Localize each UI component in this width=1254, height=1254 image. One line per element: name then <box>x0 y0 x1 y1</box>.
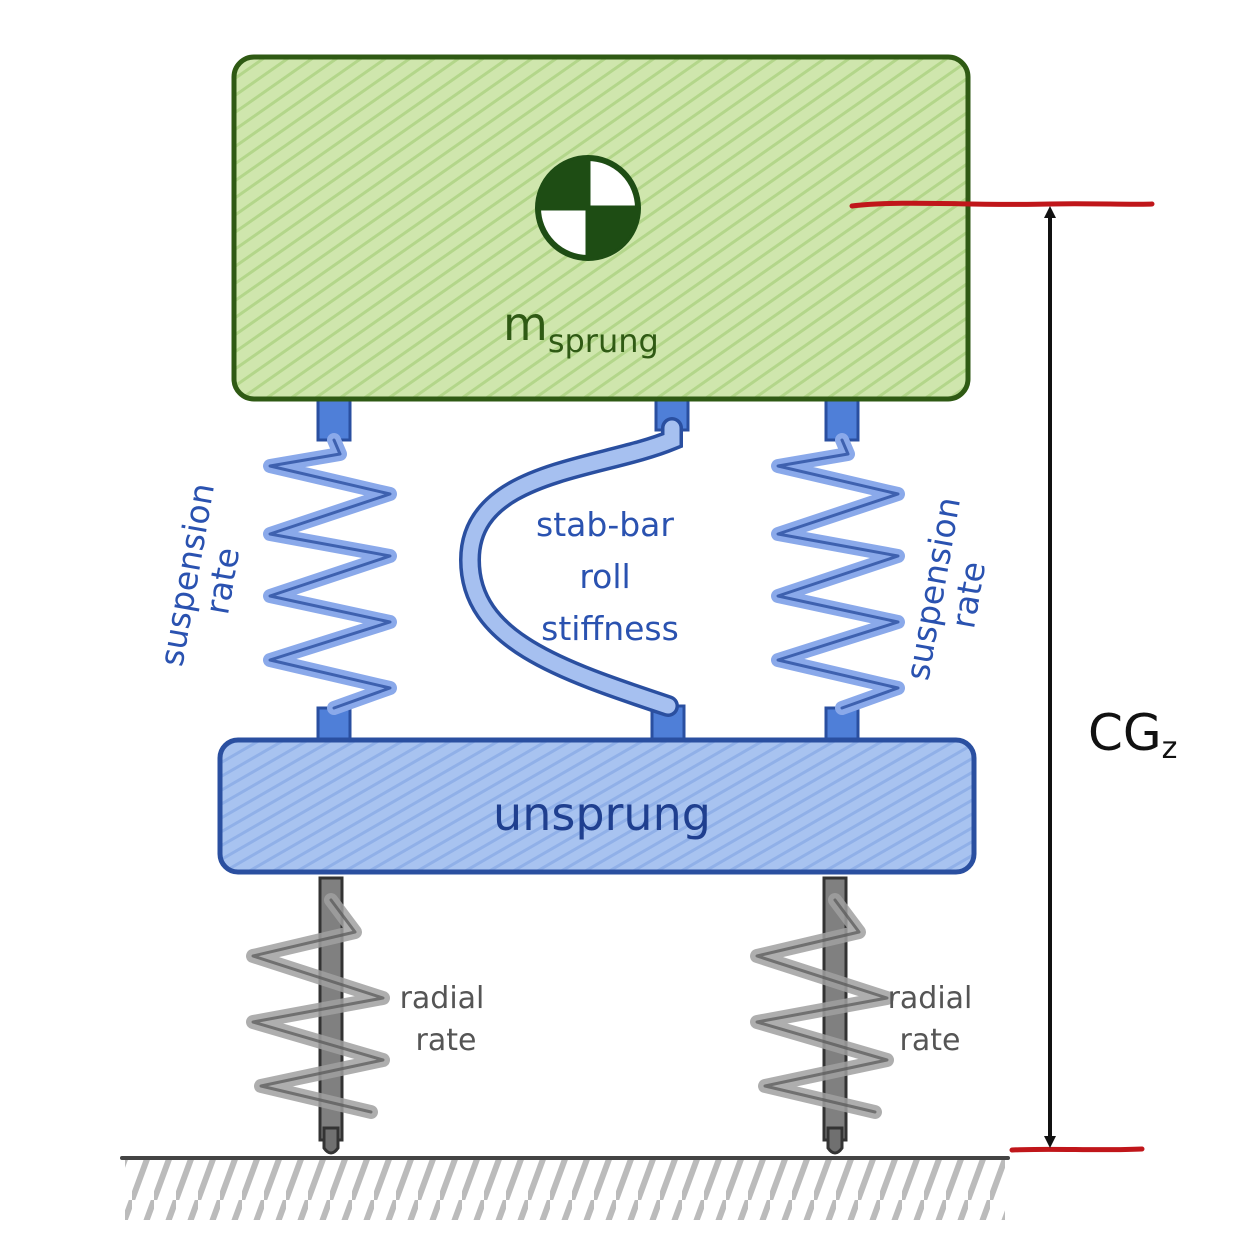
unsprung-mass: unsprung <box>217 737 977 875</box>
tire-spring-right <box>750 876 894 1155</box>
suspension-label-left: suspension rate <box>152 480 248 669</box>
sprung-mass-label: msprung <box>503 297 659 360</box>
cg-marker-bottom <box>1009 1146 1145 1153</box>
tire-label-left-line2: rate <box>416 1023 477 1058</box>
cg-height-label: CGz <box>1088 704 1177 766</box>
tire-spring-left <box>246 876 390 1155</box>
unsprung-mass-label: unsprung <box>493 787 711 841</box>
stab-bar-label-line2: roll <box>579 557 630 596</box>
tire-label-right: radial rate <box>888 981 973 1058</box>
cg-marker-top <box>849 200 1155 209</box>
coil-spring-icon <box>750 893 894 1119</box>
stab-bar-label-line3: stiffness <box>541 609 679 648</box>
tire-label-left-line1: radial <box>400 981 485 1016</box>
suspension-spring-right <box>771 396 905 746</box>
ground-hatch-icon <box>125 1160 1005 1220</box>
sprung-mass: msprung <box>231 54 971 402</box>
ground <box>120 1156 1010 1220</box>
center-of-gravity-icon <box>535 155 641 261</box>
unsprung-mass-box <box>217 737 977 875</box>
tire-label-right-line1: radial <box>888 981 973 1016</box>
stab-bar-label-line1: stab-bar <box>536 505 674 544</box>
stab-bar-label: stab-bar roll stiffness <box>536 505 679 648</box>
tire-label-right-line2: rate <box>900 1023 961 1058</box>
coil-spring-icon <box>246 893 390 1119</box>
suspension-spring-left <box>263 396 397 746</box>
suspension-label-right: suspension rate <box>898 494 994 683</box>
cg-height-dimension: CGz <box>849 200 1177 1153</box>
tire-label-left: radial rate <box>400 981 485 1058</box>
